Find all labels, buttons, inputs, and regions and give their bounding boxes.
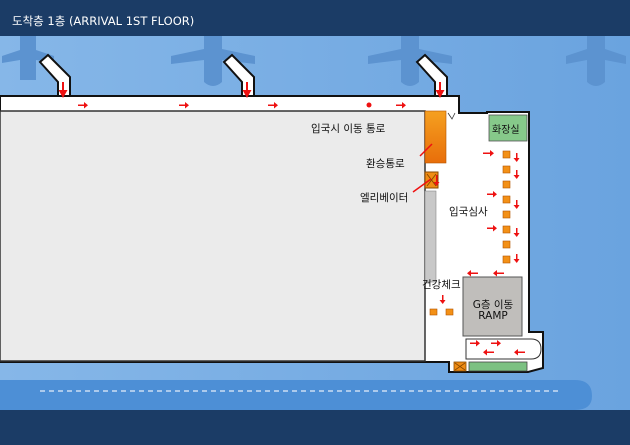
arrow-right-icon [179, 102, 189, 109]
arrow-right-icon [470, 340, 480, 347]
leader-lines [412, 143, 433, 193]
arrow-down-icon [513, 153, 520, 162]
arrow-left-icon [493, 270, 504, 277]
elevator-icon [426, 173, 437, 187]
route-point [366, 102, 372, 108]
immigration-desks [502, 150, 511, 264]
airplane-icon [368, 36, 452, 86]
arrow-right-icon [483, 150, 494, 157]
door-mark [447, 112, 456, 120]
label-health-check: 건강체크 [422, 279, 461, 291]
label-ramp-line1: G층 이동 [472, 299, 514, 311]
arrow-down-icon [513, 228, 520, 237]
exit-strip [468, 361, 528, 372]
arrow-down-icon [513, 254, 520, 263]
arrow-down-icon [435, 82, 445, 98]
arrow-left-icon [514, 349, 525, 356]
airplane-icon [566, 36, 626, 86]
arrow-down-icon [513, 170, 520, 179]
airplanes [2, 36, 626, 86]
restroom-box [488, 114, 528, 142]
health-check-desks [429, 308, 454, 316]
arrow-right-icon [487, 225, 497, 232]
arrow-right-icon [78, 102, 88, 109]
bottom-bar [0, 410, 630, 445]
arrow-down-icon [513, 200, 520, 209]
label-transfer-route: 환승통로 [366, 158, 405, 170]
page-title: 도착층 1층 (ARRIVAL 1ST FLOOR) [12, 14, 195, 28]
arrow-left-icon [467, 270, 478, 277]
label-immigration-inspection: 입국심사 [449, 206, 488, 218]
arrow-down-icon [242, 82, 252, 98]
arrow-right-icon [268, 102, 278, 109]
moving-walkway [465, 338, 542, 360]
arrow-down-icon [439, 295, 446, 304]
arrow-right-icon [396, 102, 406, 109]
label-immigration-route: 입국시 이동 통로 [311, 123, 386, 135]
terminal-hall [0, 110, 426, 362]
arrow-down-icon [433, 175, 440, 186]
arrow-right-icon [487, 191, 497, 198]
ramp-box [462, 276, 523, 337]
label-restroom: 화장실 [492, 125, 520, 136]
corridor-wall [424, 190, 437, 283]
label-ramp-line2: RAMP [478, 310, 508, 322]
label-elevator: 엘리베이터 [360, 192, 409, 204]
lower-elevator-icon [454, 362, 466, 371]
arrow-right-icon [491, 340, 501, 347]
airplane-icon [171, 36, 255, 86]
arrow-down-icon [58, 82, 68, 98]
arrow-left-icon [483, 349, 494, 356]
route-arrows [58, 82, 525, 356]
airplane-icon [2, 36, 54, 80]
transfer-corridor [424, 110, 447, 164]
taxiway [0, 380, 592, 410]
